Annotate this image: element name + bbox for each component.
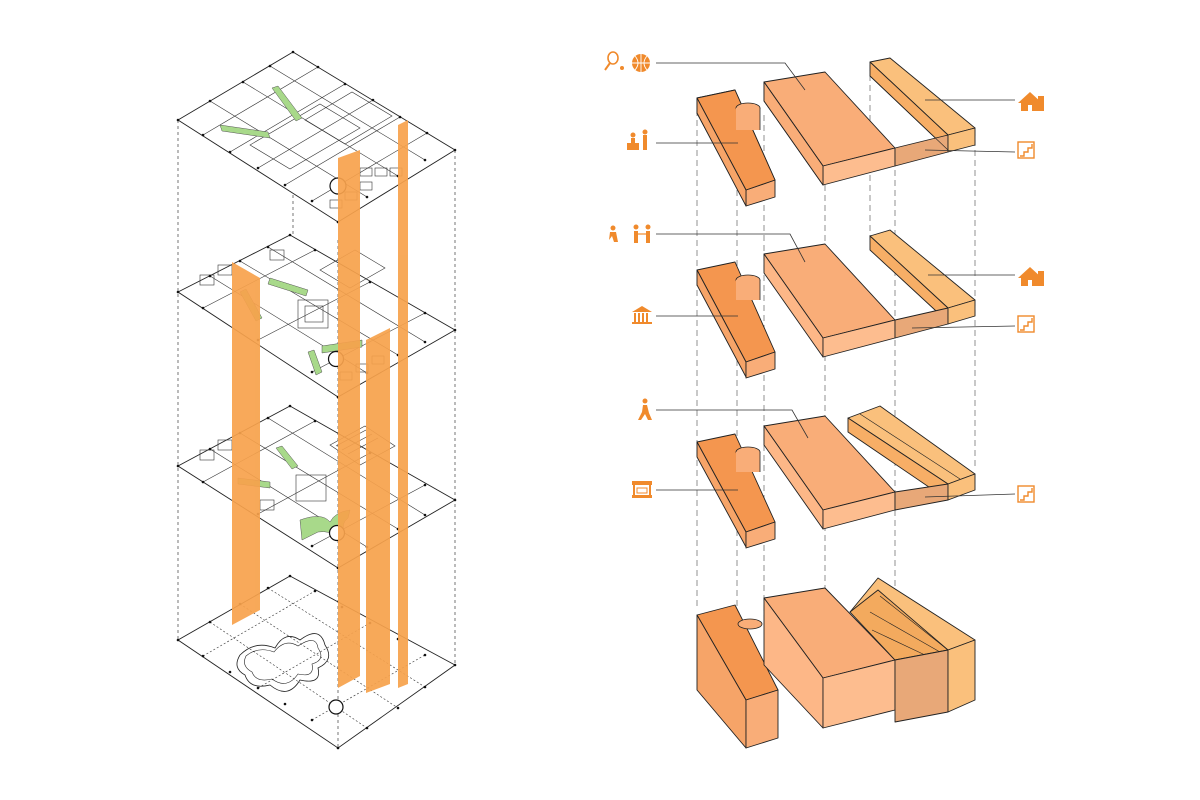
housing-icon — [1018, 267, 1044, 286]
stair-icon — [1017, 141, 1035, 159]
core-center-2 — [366, 328, 390, 693]
roof-level — [176, 50, 457, 224]
dance-icon — [609, 225, 618, 242]
basketball-icon — [632, 54, 650, 72]
tennis-icon — [604, 51, 624, 71]
walking-icon — [638, 398, 652, 420]
tier-3 — [696, 405, 976, 549]
core-center-1 — [338, 150, 360, 688]
market-icon — [632, 481, 652, 498]
tier-2 — [696, 229, 976, 379]
stair-icon — [1017, 315, 1035, 333]
tier-1 — [696, 57, 976, 207]
housing-icon — [1018, 92, 1044, 111]
stair-icon — [1017, 485, 1035, 503]
meeting-icon — [633, 224, 651, 243]
family-icon — [627, 129, 648, 150]
leader-lines — [656, 62, 1016, 498]
vertical-cores — [232, 120, 408, 693]
assembled-massing — [696, 577, 976, 749]
museum-icon — [632, 306, 652, 324]
core-right — [398, 120, 408, 688]
core-left — [232, 262, 260, 625]
